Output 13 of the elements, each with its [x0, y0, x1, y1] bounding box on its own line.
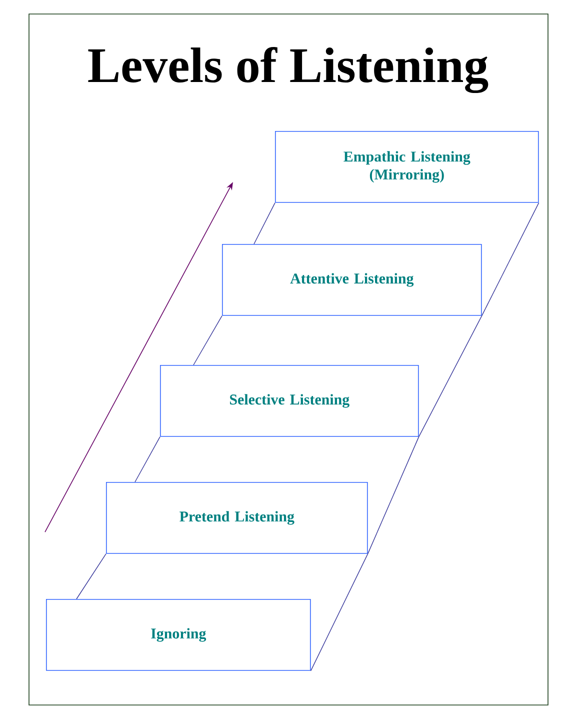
perspective-line — [134, 436, 160, 482]
perspective-line — [418, 315, 482, 438]
level-box: Attentive Listening — [222, 244, 482, 316]
perspective-line — [193, 315, 222, 366]
perspective-line — [310, 553, 368, 672]
level-box: Ignoring — [46, 599, 311, 671]
perspective-line — [254, 202, 276, 244]
level-box: Pretend Listening — [106, 482, 368, 554]
perspective-line — [367, 436, 420, 554]
level-box: Empathic Listening (Mirroring) — [275, 131, 539, 203]
level-box: Selective Listening — [160, 365, 419, 437]
title: Levels of Listening — [88, 46, 488, 94]
perspective-line — [76, 553, 106, 600]
